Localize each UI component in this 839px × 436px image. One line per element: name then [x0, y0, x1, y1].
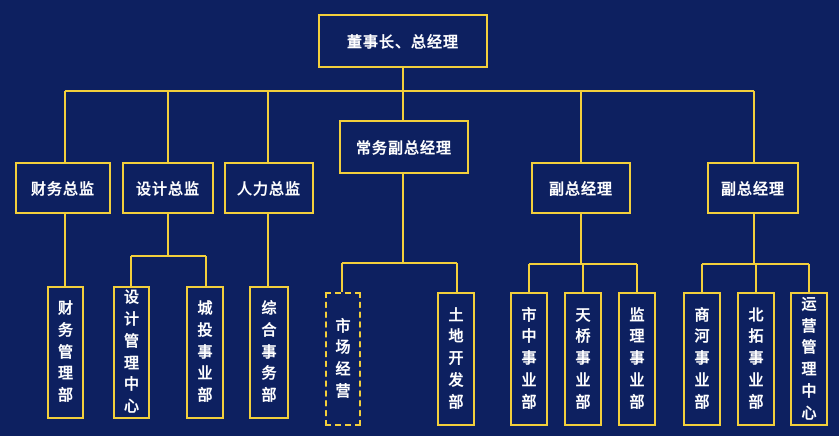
finance-dept-box: 财务管理部 — [47, 286, 84, 419]
design-center-box: 设计管理中心 — [113, 286, 150, 419]
supervision-box: 监理事业部 — [618, 292, 656, 426]
land-development-box: 土地开发部 — [437, 292, 475, 426]
vp-1-box: 副总经理 — [531, 162, 631, 214]
general-affairs-box: 综合事务部 — [249, 286, 289, 419]
operations-center-box: 运营管理中心 — [790, 292, 828, 426]
design-director-box: 设计总监 — [122, 162, 214, 214]
exec-vp-box: 常务副总经理 — [339, 120, 469, 174]
beituo-box: 北拓事业部 — [737, 292, 775, 426]
finance-director-box: 财务总监 — [15, 162, 111, 214]
hr-director-box: 人力总监 — [224, 162, 314, 214]
marketing-box: 市场经营 — [325, 292, 361, 426]
urban-investment-box: 城投事业部 — [186, 286, 224, 419]
shanghe-box: 商河事业部 — [683, 292, 721, 426]
vp-2-box: 副总经理 — [707, 162, 799, 214]
chairman-gm-box: 董事长、总经理 — [318, 14, 488, 68]
city-center-box: 市中事业部 — [510, 292, 548, 426]
tianqiao-box: 天桥事业部 — [564, 292, 602, 426]
